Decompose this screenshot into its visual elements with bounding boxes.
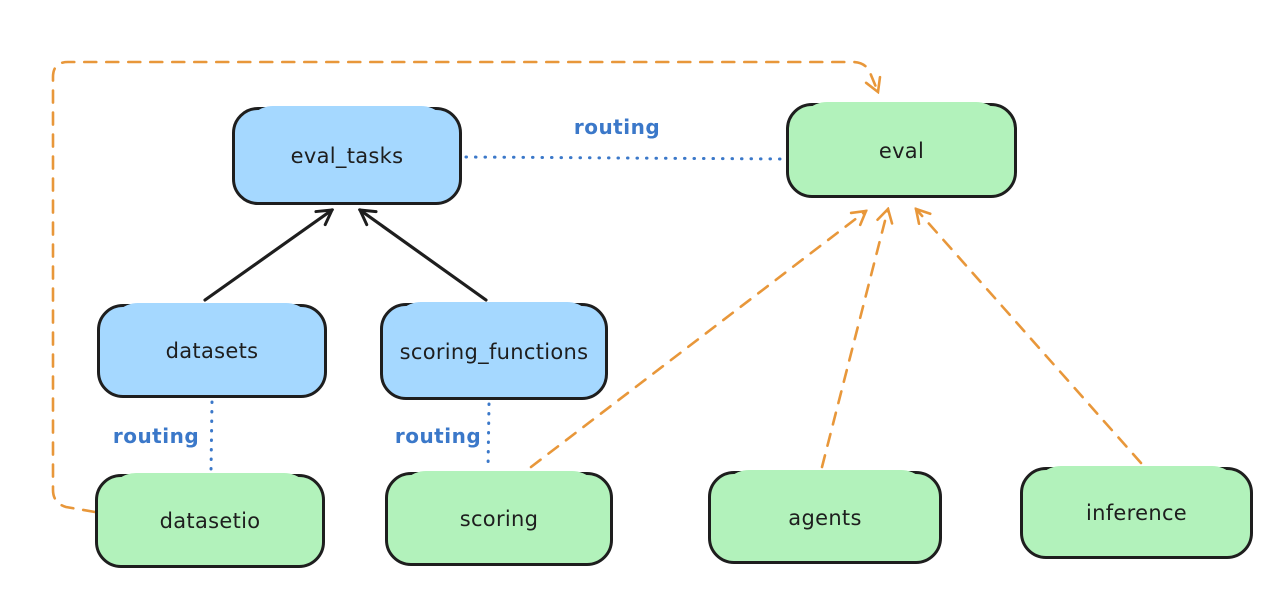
- node-eval-label: eval: [878, 138, 925, 163]
- routing-label-eval_tasks-eval: routing: [573, 115, 661, 139]
- edge-datasets-to-eval_tasks: [203, 210, 332, 302]
- node-inference: inference: [1020, 466, 1253, 559]
- node-scoring-label: scoring: [459, 507, 539, 531]
- node-scoring_functions: scoring_functions: [380, 302, 608, 400]
- node-agents-label: agents: [788, 505, 862, 530]
- routing-label-scoring_functions-scoring: routing: [394, 424, 482, 448]
- node-datasetio-label: datasetio: [159, 509, 261, 533]
- edge-agents-to-eval: [820, 209, 888, 469]
- node-eval_tasks: eval_tasks: [232, 106, 462, 205]
- node-agents: agents: [708, 470, 942, 564]
- node-scoring: scoring: [385, 471, 613, 566]
- node-datasets-label: datasets: [165, 339, 259, 363]
- edge-scoring_functions-to-eval_tasks: [360, 210, 488, 302]
- routing-label-datasets-datasetio: routing: [112, 424, 200, 448]
- node-datasets: datasets: [97, 303, 327, 398]
- node-datasetio: datasetio: [95, 473, 325, 568]
- node-scoring_functions-label: scoring_functions: [399, 339, 589, 364]
- edge-inference-to-eval: [916, 209, 1143, 465]
- node-inference-label: inference: [1085, 501, 1188, 525]
- node-eval_tasks-label: eval_tasks: [290, 144, 404, 168]
- edge-eval_tasks-to-eval-routing: [464, 155, 785, 161]
- node-eval: eval: [786, 102, 1017, 198]
- edge-datasets-to-datasetio-routing: [209, 400, 214, 473]
